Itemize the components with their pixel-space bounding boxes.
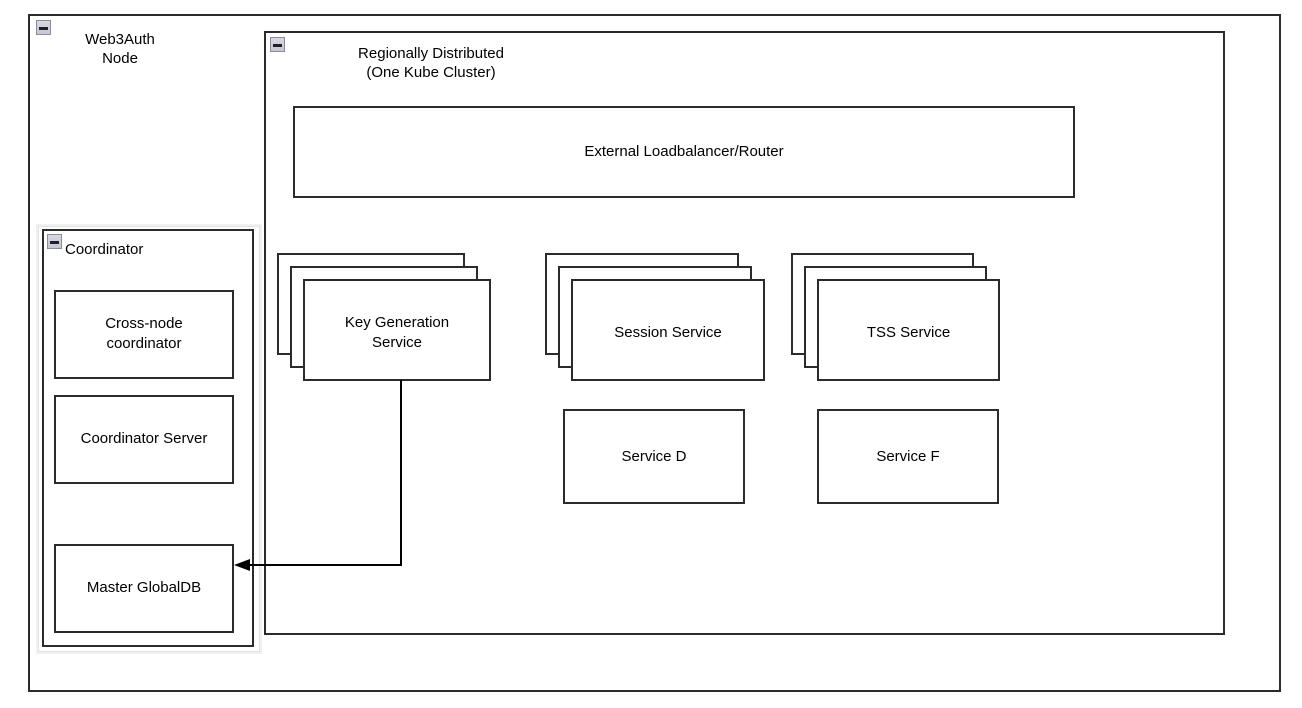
- external-loadbalancer-router[interactable]: [293, 106, 1075, 198]
- service-card-service-f[interactable]: [817, 409, 999, 504]
- service-card-service-d[interactable]: [563, 409, 745, 504]
- collapse-minus-icon-regionally-distributed[interactable]: [270, 37, 285, 52]
- service-card-tss[interactable]: [817, 279, 1000, 381]
- service-label-tss: TSS Service: [866, 324, 951, 341]
- service-card-key-generation[interactable]: [303, 279, 491, 381]
- collapse-minus-icon-coordinator[interactable]: [47, 234, 62, 249]
- service-stack-tss[interactable]: TSS Service: [791, 253, 1000, 381]
- coordinator-child-cross-node-coordinator[interactable]: [54, 290, 234, 379]
- service-label-session: Session Service: [614, 324, 722, 341]
- service-label-service-d: Service D: [621, 448, 687, 465]
- group-label-coordinator: Coordinator: [65, 241, 144, 258]
- coordinator-child-master-globaldb[interactable]: [54, 544, 234, 633]
- external-loadbalancer-router-label: External Loadbalancer/Router: [584, 143, 784, 160]
- service-label-service-f: Service F: [876, 448, 940, 465]
- service-stack-session[interactable]: Session Service: [545, 253, 765, 381]
- service-stack-key-generation[interactable]: Key Generation Service: [277, 253, 491, 381]
- group-label-web3auth-node: Web3Auth Node: [85, 31, 155, 67]
- group-label-regionally-distributed: Regionally Distributed (One Kube Cluster…: [358, 45, 504, 81]
- collapse-minus-icon-web3auth-node[interactable]: [36, 20, 51, 35]
- coordinator-child-coordinator-server[interactable]: [54, 395, 234, 484]
- coordinator-child-label-cross-node-coordinator: Cross-node coordinator: [105, 315, 183, 352]
- service-label-key-generation: Key Generation Service: [344, 314, 450, 351]
- coordinator-child-label-coordinator-server: Coordinator Server: [80, 430, 208, 447]
- coordinator-child-label-master-globaldb: Master GlobalDB: [86, 579, 202, 596]
- service-card-session[interactable]: [571, 279, 765, 381]
